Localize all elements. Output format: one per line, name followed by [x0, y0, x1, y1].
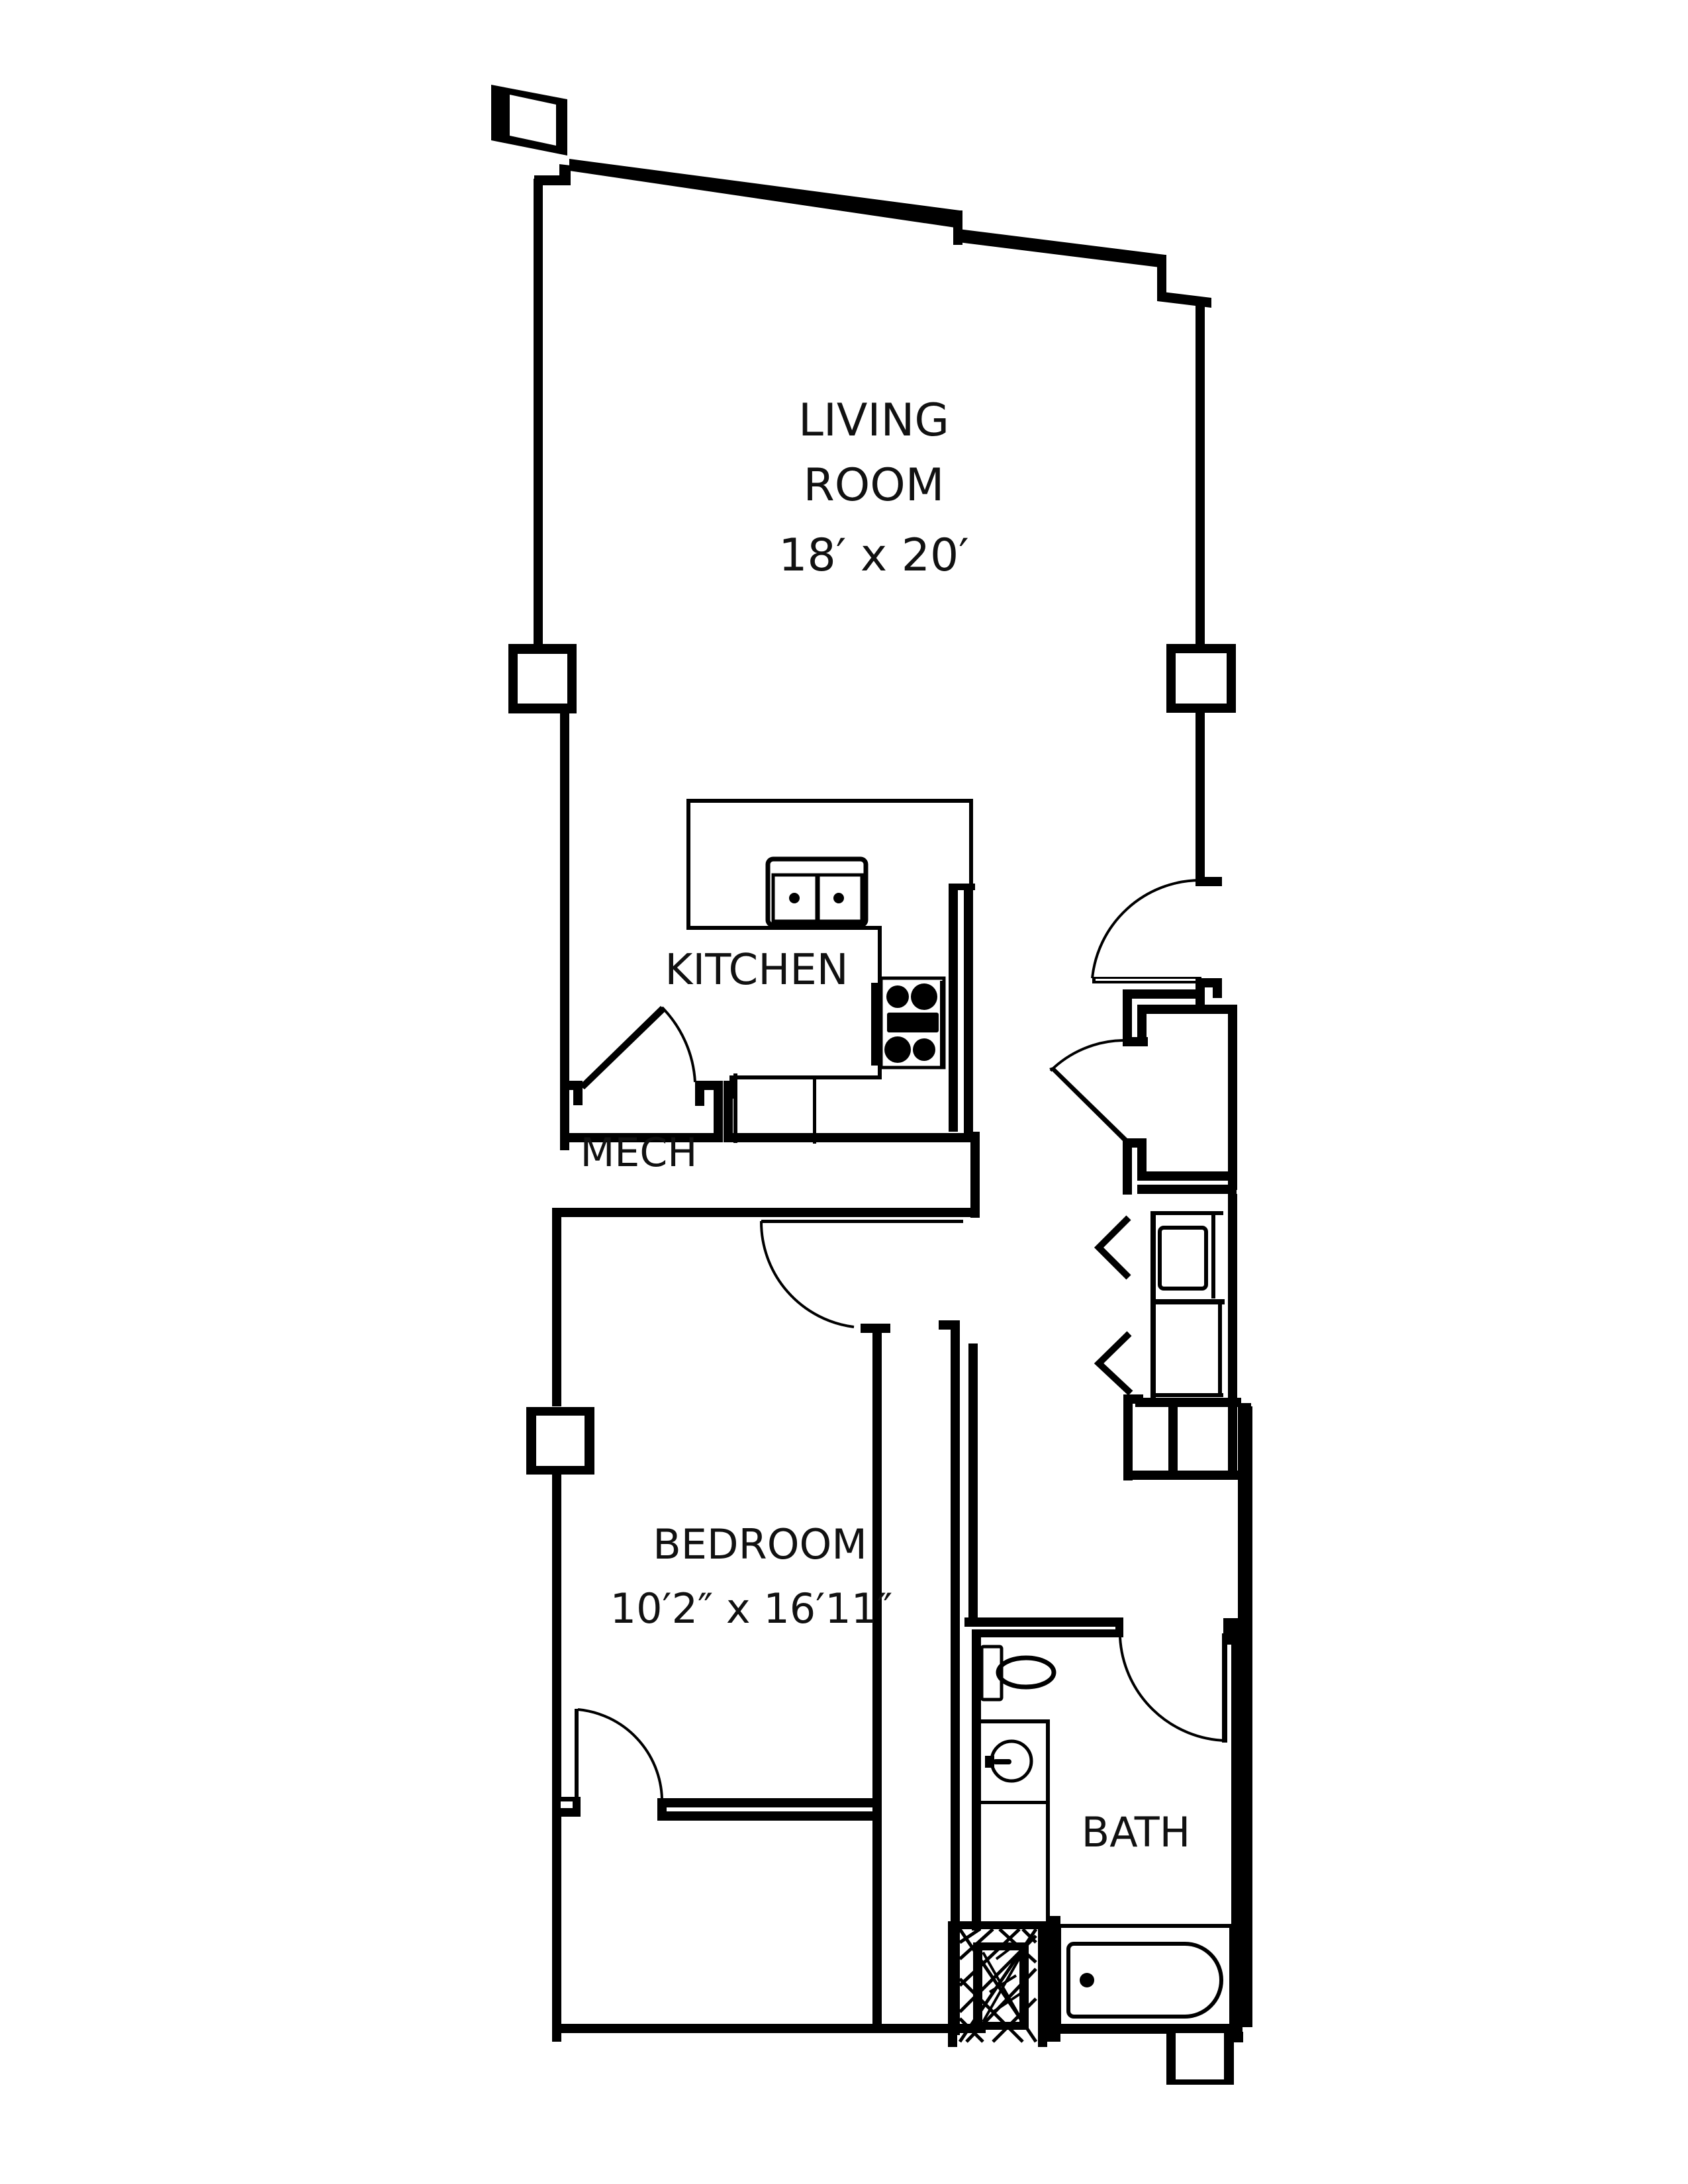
bedroom-door[interactable] [759, 1220, 963, 1328]
living-room-label-line2: ROOM [804, 459, 945, 512]
bathtub [1047, 1916, 1243, 2042]
mech-room: MECH [560, 1006, 723, 1176]
kitchen-sink [765, 856, 868, 928]
laundry [1094, 1194, 1251, 1913]
bath-door[interactable] [1119, 1633, 1227, 1743]
range-cooktop [871, 976, 946, 1069]
mech-label: MECH [581, 1130, 698, 1176]
top-wall [569, 159, 960, 228]
washer [1158, 1226, 1208, 1291]
dryer [1156, 1305, 1215, 1392]
coat-closet [1049, 978, 1237, 1195]
kitchen-label: KITCHEN [665, 946, 848, 995]
bedroom-closet-door[interactable] [575, 1708, 663, 1801]
living-room-label-line1: LIVING [798, 394, 949, 447]
bathroom: BATH [948, 1406, 1252, 2085]
closet-door[interactable] [1049, 1039, 1129, 1142]
vanity-sink [981, 1719, 1050, 1933]
bedroom: BEDROOM 10′2″ x 16′11″ [526, 1132, 986, 2042]
toilet [980, 1645, 1056, 1702]
laundry-bifold-door-upper[interactable] [1094, 1215, 1131, 1280]
right-wall-upper [1196, 301, 1205, 645]
laundry-bifold-door-lower[interactable] [1094, 1331, 1133, 1396]
plumbing-chase [948, 1921, 1047, 2047]
bedroom-label: BEDROOM [653, 1520, 867, 1569]
bath-label: BATH [1082, 1808, 1191, 1856]
living-room: LIVING ROOM 18′ x 20′ [491, 85, 1236, 1087]
kitchen: KITCHEN [665, 799, 975, 1144]
bedroom-dimensions: 10′2″ x 16′11″ [610, 1584, 893, 1633]
living-room-dimensions: 18′ x 20′ [778, 529, 968, 582]
mech-door[interactable] [579, 1006, 696, 1089]
entry-door[interactable] [1091, 879, 1201, 983]
left-wall-upper [534, 179, 543, 645]
